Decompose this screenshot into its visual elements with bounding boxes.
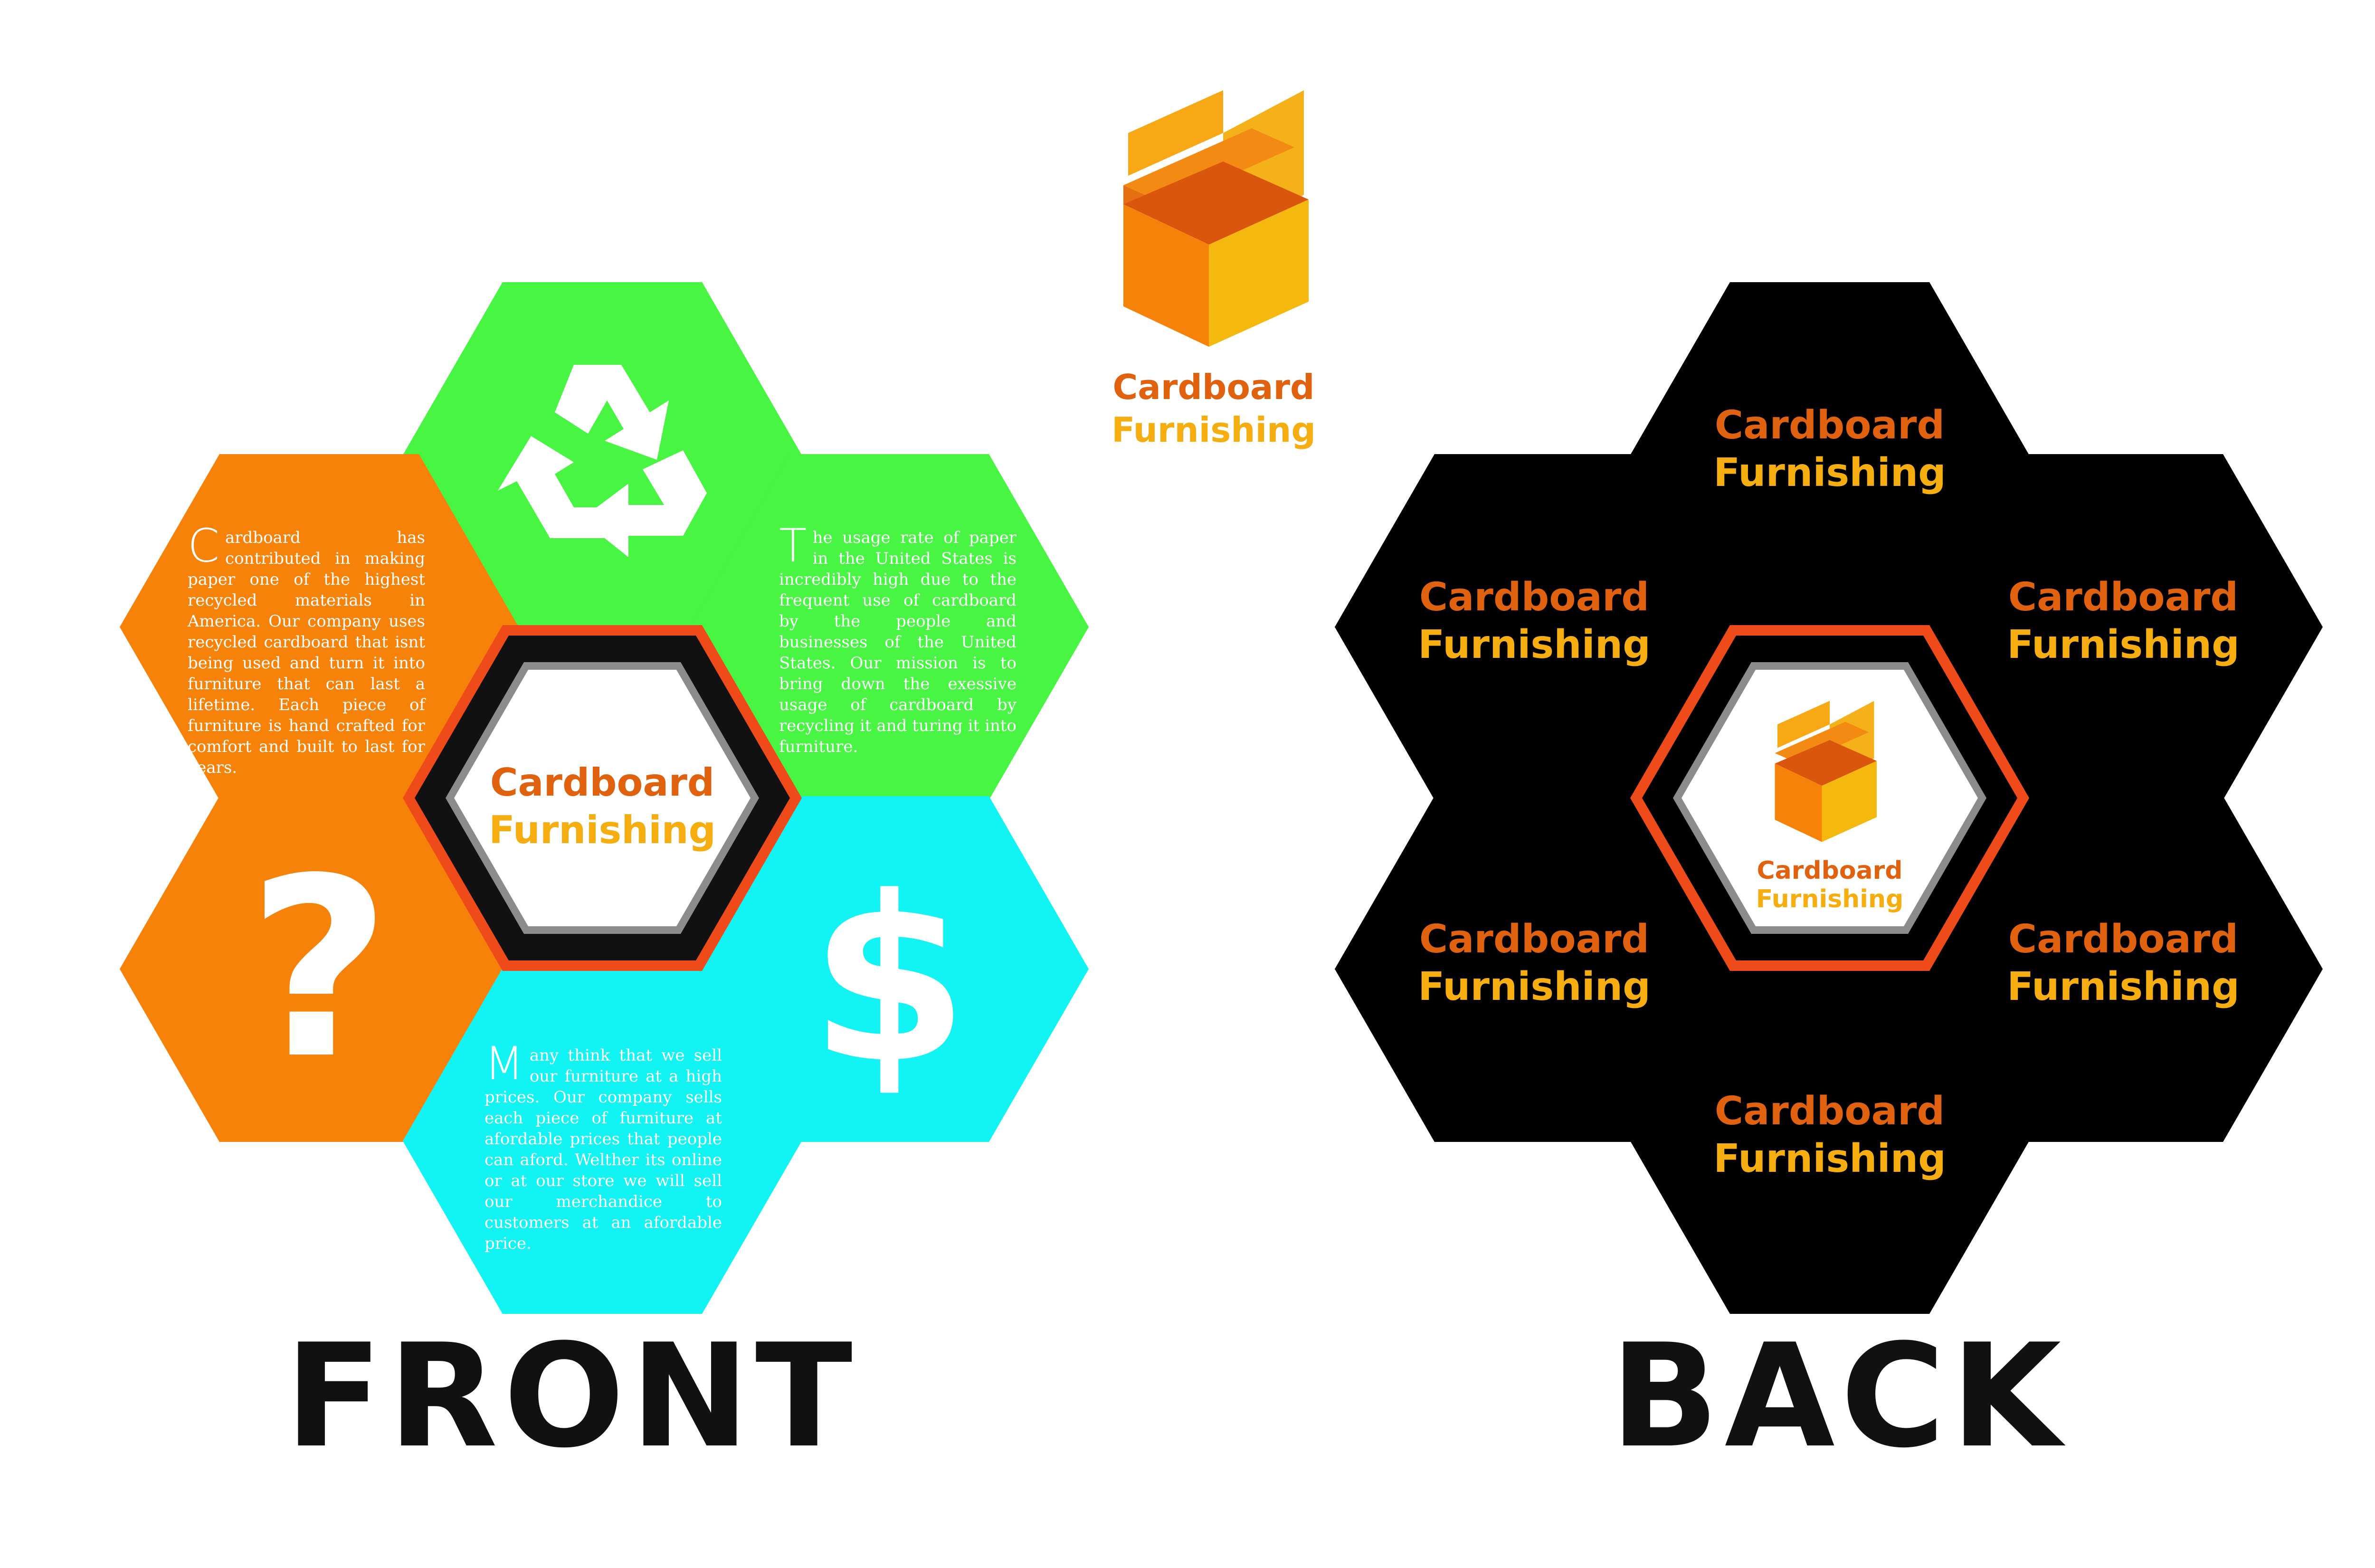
- front-label: FRONT: [285, 1313, 858, 1479]
- recycle-icon: [498, 365, 707, 557]
- dollar-icon: $: [810, 848, 969, 1113]
- top-logo-line1: Cardboard: [1112, 367, 1314, 407]
- front-center-line1: Cardboard: [490, 760, 714, 805]
- back-hex-upper-left: Cardboard Furnishing: [1335, 454, 1734, 800]
- front-center-line2: Furnishing: [489, 808, 716, 852]
- back-hex-lower-left: Cardboard Furnishing: [1335, 796, 1734, 1142]
- back-hex-line2: Furnishing: [1418, 622, 1651, 667]
- back-hex-line1: Cardboard: [2008, 575, 2238, 620]
- back-center-line2: Furnishing: [1756, 885, 1903, 913]
- back-hex-line1: Cardboard: [1419, 575, 1649, 620]
- top-logo: Cardboard Furnishing: [1112, 90, 1316, 450]
- back-hex-line2: Furnishing: [2007, 964, 2240, 1009]
- back-panel: Cardboard Furnishing Cardboard Furnishin…: [1335, 282, 2323, 1314]
- pricing-dropcap: M: [484, 1037, 524, 1090]
- back-hex-line2: Furnishing: [1713, 1136, 1946, 1181]
- back-hex-line1: Cardboard: [1715, 403, 1945, 448]
- back-hex-bottom: Cardboard Furnishing: [1630, 968, 2029, 1314]
- question-icon: ?: [247, 825, 391, 1113]
- history-dropcap: C: [188, 519, 220, 572]
- back-hex-line2: Furnishing: [1713, 450, 1946, 495]
- back-hex-line2: Furnishing: [2007, 622, 2240, 667]
- front-hex-recycle: [403, 282, 802, 628]
- back-hex-line2: Furnishing: [1418, 964, 1651, 1009]
- top-logo-line2: Furnishing: [1112, 410, 1316, 450]
- back-hex-line1: Cardboard: [1715, 1089, 1945, 1134]
- back-hex-line1: Cardboard: [1419, 917, 1649, 962]
- pricing-text: any think that we sell our furniture at …: [484, 1046, 722, 1253]
- back-hex-upper-right: Cardboard Furnishing: [1924, 454, 2323, 800]
- back-hex-top: Cardboard Furnishing: [1630, 282, 2029, 628]
- back-hex-line1: Cardboard: [2008, 917, 2238, 962]
- back-center-line1: Cardboard: [1757, 856, 1902, 885]
- front-hex-question: ?: [120, 796, 519, 1142]
- back-center-logo: Cardboard Furnishing: [1630, 625, 2029, 971]
- front-hex-dollar: $: [690, 796, 1089, 1142]
- back-label: BACK: [1610, 1313, 2067, 1479]
- usage-dropcap: T: [779, 519, 807, 572]
- usage-text: he usage rate of paper in the United Sta…: [779, 528, 1016, 756]
- chair-box-icon: [1123, 90, 1309, 347]
- back-hex-lower-right: Cardboard Furnishing: [1924, 796, 2323, 1142]
- chair-box-icon: [1775, 701, 1877, 842]
- front-panel: ? $ Cardboard Furnishing: [120, 282, 1089, 1314]
- front-center-logo: Cardboard Furnishing: [403, 625, 802, 971]
- history-text: ardboard has contributed in making paper…: [188, 528, 425, 777]
